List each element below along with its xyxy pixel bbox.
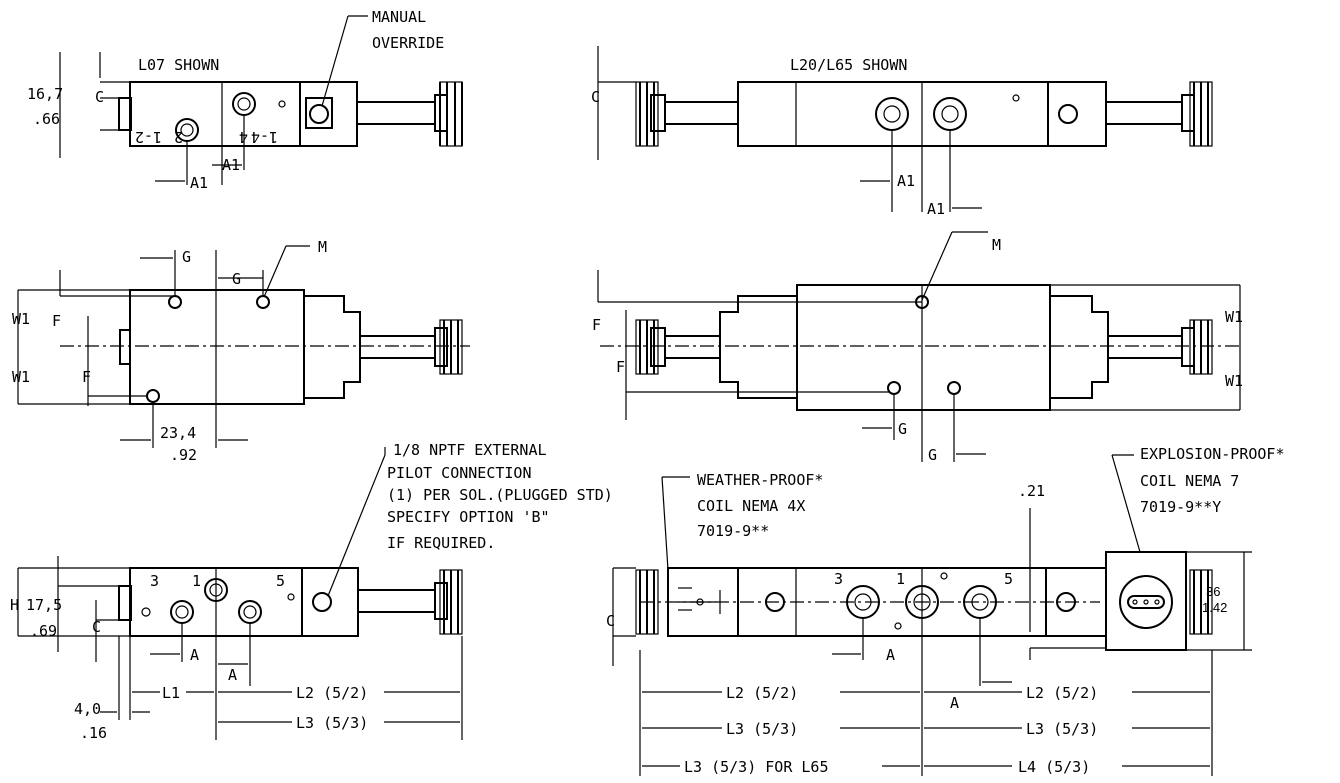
dim-l3-right-b: L3 (5/3) [1026,720,1098,738]
dim-l3-right-a: L3 (5/3) [726,720,798,738]
dim-g-right-lower: G [928,446,937,464]
port-label-2-left: 2 [174,128,183,146]
pilot-line3: (1) PER SOL.(PLUGGED STD) [387,486,613,504]
explosionproof-line3: 7019-9**Y [1140,498,1221,516]
dim-g-left-upper: G [182,248,191,266]
dim-c-bottom-left: C [92,618,101,636]
port-label-3-left: 3 [150,572,159,590]
dim-69: .69 [30,622,57,640]
middle-left-view [60,289,470,405]
manual-override-line1: MANUAL [372,8,426,26]
port-label-14-left: 1-4 [251,128,278,146]
label-m-right: M [992,236,1001,254]
top-left-view: 1-2 2 4 1-4 [118,81,463,147]
dim-c-top-right: C [591,88,600,106]
dim-w1-left-lower: W1 [12,368,30,386]
port-label-1-right: 1 [896,570,905,588]
dim-36: 36 [1206,584,1220,599]
bottom-right-view [635,551,1213,651]
top-right-view [635,81,1213,147]
pilot-line5: IF REQUIRED. [387,534,495,552]
view-title-l20-l65: L20/L65 SHOWN [790,56,907,74]
dim-f-right-lower: F [616,358,625,376]
dim-a-left-lower: A [228,666,237,684]
weatherproof-line3: 7019-9** [697,522,769,540]
dim-l2-right-a: L2 (5/2) [726,684,798,702]
dim-a-right-lower: A [950,694,959,712]
dim-f-left-lower: F [82,368,91,386]
dim-w1-right-upper: W1 [1225,308,1243,326]
label-m-left: M [318,238,327,256]
dim-a1-right-upper: A1 [897,172,915,190]
dim-16: .16 [80,724,107,742]
dim-l3-left: L3 (5/3) [296,714,368,732]
dim-g-left-lower: G [232,270,241,288]
dim-l1: L1 [162,684,180,702]
dim-a-left-upper: A [190,646,199,664]
dim-g-right-upper: G [898,420,907,438]
dim-w1-right-lower: W1 [1225,372,1243,390]
dim-21: .21 [1018,482,1045,500]
dim-c-top-left: C [95,88,104,106]
dim-f-left-upper: F [52,312,61,330]
dim-a1-right-lower: A1 [927,200,945,218]
dim-a-right-upper: A [886,646,895,664]
view-title-l07: L07 SHOWN [138,56,219,74]
middle-right-view [600,284,1240,411]
port-label-5-right: 5 [1004,570,1013,588]
port-label-5-left: 5 [276,572,285,590]
dim-92: .92 [170,446,197,464]
weatherproof-line1: WEATHER-PROOF* [697,471,823,489]
dim-a1-left-upper: A1 [222,156,240,174]
pilot-line4: SPECIFY OPTION 'B" [387,508,550,526]
dim-l4: L4 (5/3) [1018,758,1090,776]
port-label-1-left: 1 [192,572,201,590]
pilot-line1: 1/8 NPTF EXTERNAL [393,441,547,459]
manual-override-line2: OVERRIDE [372,34,444,52]
dim-l3-for-l65: L3 (5/3) FOR L65 [684,758,829,776]
dim-h: H [10,596,19,614]
port-label-3-right: 3 [834,570,843,588]
dim-23-4: 23,4 [160,424,196,442]
dim-l2-right-b: L2 (5/2) [1026,684,1098,702]
dim-a1-left-lower: A1 [190,174,208,192]
pilot-line2: PILOT CONNECTION [387,464,532,482]
explosionproof-line1: EXPLOSION-PROOF* [1140,445,1285,463]
dim-f-right-upper: F [592,316,601,334]
dim-16-7: 16,7 [27,85,63,103]
dim-c-bottom-right: C [606,612,615,630]
explosionproof-line2: COIL NEMA 7 [1140,472,1239,490]
dim-1-42: 1.42 [1202,600,1227,615]
weatherproof-line2: COIL NEMA 4X [697,497,805,515]
port-label-12-left: 1-2 [135,128,162,146]
bottom-left-view [118,567,463,637]
dim-17-5: 17,5 [26,596,62,614]
dim-4-0: 4,0 [74,700,101,718]
dim-l2-left: L2 (5/2) [296,684,368,702]
dim-66: .66 [33,110,60,128]
dim-w1-left-upper: W1 [12,310,30,328]
